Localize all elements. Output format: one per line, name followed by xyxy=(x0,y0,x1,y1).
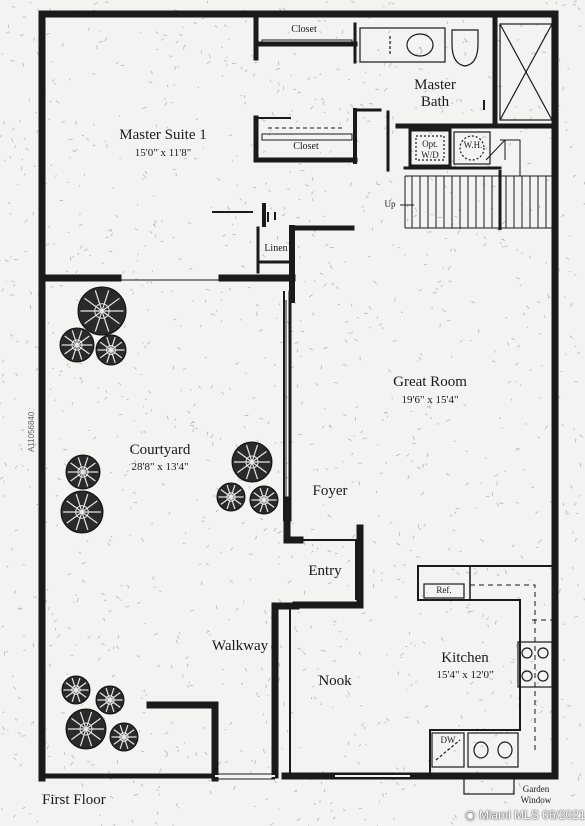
mls-watermark: ◉ Miami MLS 06/2021 xyxy=(465,808,585,822)
refrigerator-box xyxy=(423,583,465,599)
tree-icon xyxy=(109,722,139,752)
sink-icon xyxy=(406,33,434,57)
tree-icon xyxy=(59,327,95,363)
courtyard-dimensions: 28'8" x 13'4" xyxy=(131,461,189,473)
kitchen-appliances xyxy=(423,583,553,795)
great-room-label: Great Room xyxy=(393,374,467,390)
tree-icon xyxy=(249,485,279,515)
bath-fixtures xyxy=(359,23,553,121)
planter-wall xyxy=(146,701,219,782)
garden-window-box xyxy=(463,775,515,795)
master-suite-dimensions: 15'0" x 11'8" xyxy=(134,147,192,159)
entry-label: Entry xyxy=(308,563,342,579)
tree-icon xyxy=(65,708,107,750)
landscape-trees xyxy=(59,286,279,752)
foyer-label: Foyer xyxy=(312,483,348,499)
tree-icon xyxy=(77,286,127,336)
linen-label: Linen xyxy=(264,243,288,254)
master-bath-label-line2: Bath xyxy=(420,94,450,110)
refrigerator-label: Ref. xyxy=(436,585,452,595)
closet-rods xyxy=(261,39,353,141)
mls-source: Miami MLS xyxy=(478,808,539,822)
nook-label: Nook xyxy=(318,673,352,689)
shower-icon xyxy=(499,23,553,121)
walkway-label: Walkway xyxy=(211,638,269,654)
vanity xyxy=(359,27,446,63)
mls-logo-icon: ◉ xyxy=(465,808,476,822)
upper-cabinets-dashed xyxy=(470,584,555,752)
staircase xyxy=(400,139,555,230)
washer-dryer-label-line2: W/D xyxy=(421,150,439,160)
kitchen-dimensions: 15'4" x 12'0" xyxy=(436,669,494,681)
closet-top-label: Closet xyxy=(291,24,317,35)
doors xyxy=(267,212,363,600)
closet-mid-label: Closet xyxy=(293,141,319,152)
tree-icon xyxy=(95,685,125,715)
master-bath-label-line1: Master xyxy=(414,77,456,93)
stairs-up-label: Up xyxy=(384,199,396,209)
kitchen-sink xyxy=(467,732,519,768)
tree-icon xyxy=(95,334,127,366)
mls-date: 06/2021 xyxy=(542,808,585,822)
tree-icon xyxy=(231,441,273,483)
kitchen-label: Kitchen xyxy=(441,650,489,666)
listing-id-watermark: A11056840 xyxy=(27,411,36,452)
cooktop xyxy=(517,641,553,688)
master-suite-label: Master Suite 1 xyxy=(119,127,207,143)
dishwasher-label: DW xyxy=(440,735,456,745)
tree-icon xyxy=(61,675,91,705)
dishwasher-box xyxy=(431,732,465,768)
great-room-dimensions: 19'6" x 15'4" xyxy=(401,394,459,406)
tree-icon xyxy=(65,454,101,490)
garden-window-label-line1: Garden xyxy=(522,784,550,794)
water-heater-label: W.H. xyxy=(463,140,483,150)
washer-dryer-label-line1: Opt. xyxy=(422,139,438,149)
tree-icon xyxy=(216,482,246,512)
floor-label: First Floor xyxy=(42,792,106,808)
courtyard-label: Courtyard xyxy=(129,442,191,458)
laundry-closet xyxy=(408,128,506,168)
garden-window-label-line2: Window xyxy=(520,795,552,805)
tree-icon xyxy=(60,490,104,534)
toilet-icon xyxy=(451,29,479,67)
walls xyxy=(38,10,559,782)
entry-wall xyxy=(292,524,364,609)
